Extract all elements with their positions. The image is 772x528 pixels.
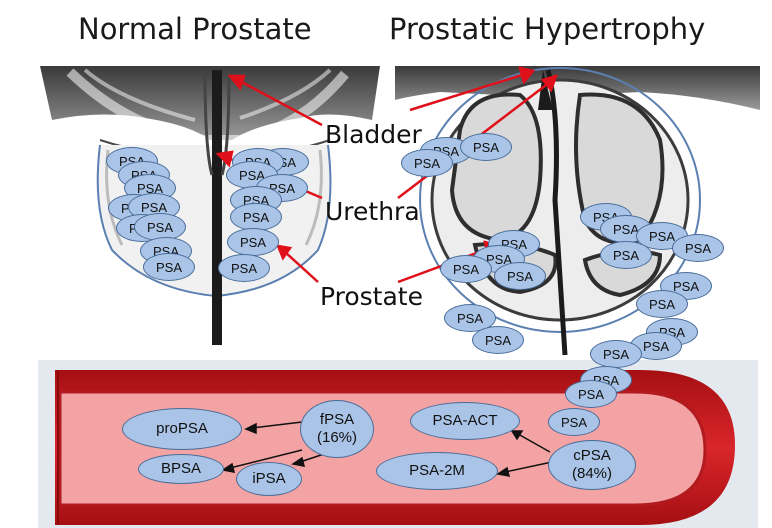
reaction-arrows	[221, 421, 553, 477]
psa-molecule: PSA	[401, 149, 453, 177]
fpsa-oval: fPSA (16%)	[300, 400, 374, 458]
label-bladder: Bladder	[325, 120, 422, 149]
ipsa-oval: iPSA	[236, 462, 302, 496]
psa-molecule: PSA	[494, 262, 546, 290]
psa-molecule: PSA	[460, 133, 512, 161]
psa-molecule: PSA	[134, 213, 186, 241]
psa-molecule: PSA	[440, 255, 492, 283]
psa-molecule: PSA	[600, 241, 652, 269]
propsa-label: proPSA	[156, 420, 208, 437]
psa-2m-oval: PSA-2M	[376, 452, 498, 490]
label-urethra: Urethra	[325, 197, 420, 226]
bpsa-oval: BPSA	[138, 454, 224, 484]
fpsa-label: fPSA	[319, 411, 355, 428]
psa-act-label: PSA-ACT	[432, 412, 498, 429]
bpsa-label: BPSA	[160, 460, 202, 477]
psa-molecule: PSA	[660, 272, 712, 300]
psa-molecule: PSA	[143, 253, 195, 281]
cpsa-label: cPSA	[573, 447, 611, 464]
propsa-oval: proPSA	[122, 408, 242, 450]
psa-molecule: PSA	[218, 254, 270, 282]
cpsa-oval: cPSA (84%)	[548, 440, 636, 490]
psa-molecule: PSA	[672, 234, 724, 262]
title-prostatic-hypertrophy: Prostatic Hypertrophy	[389, 12, 706, 46]
psa-molecule: PSA	[230, 203, 282, 231]
cpsa-percent: (84%)	[571, 465, 612, 482]
fpsa-percent: (16%)	[316, 429, 357, 446]
label-prostate: Prostate	[320, 282, 423, 311]
psa-molecule: PSA	[636, 290, 688, 318]
ipsa-label: iPSA	[252, 470, 286, 487]
psa-molecule: PSA	[548, 408, 600, 436]
psa-molecule: PSA	[565, 380, 617, 408]
title-normal-prostate: Normal Prostate	[78, 12, 312, 46]
psa-molecule: PSA	[472, 326, 524, 354]
psa-act-oval: PSA-ACT	[410, 402, 520, 440]
psa-molecule: PSA	[590, 340, 642, 368]
psa-2m-label: PSA-2M	[409, 462, 465, 479]
psa-molecule: PSA	[227, 228, 279, 256]
